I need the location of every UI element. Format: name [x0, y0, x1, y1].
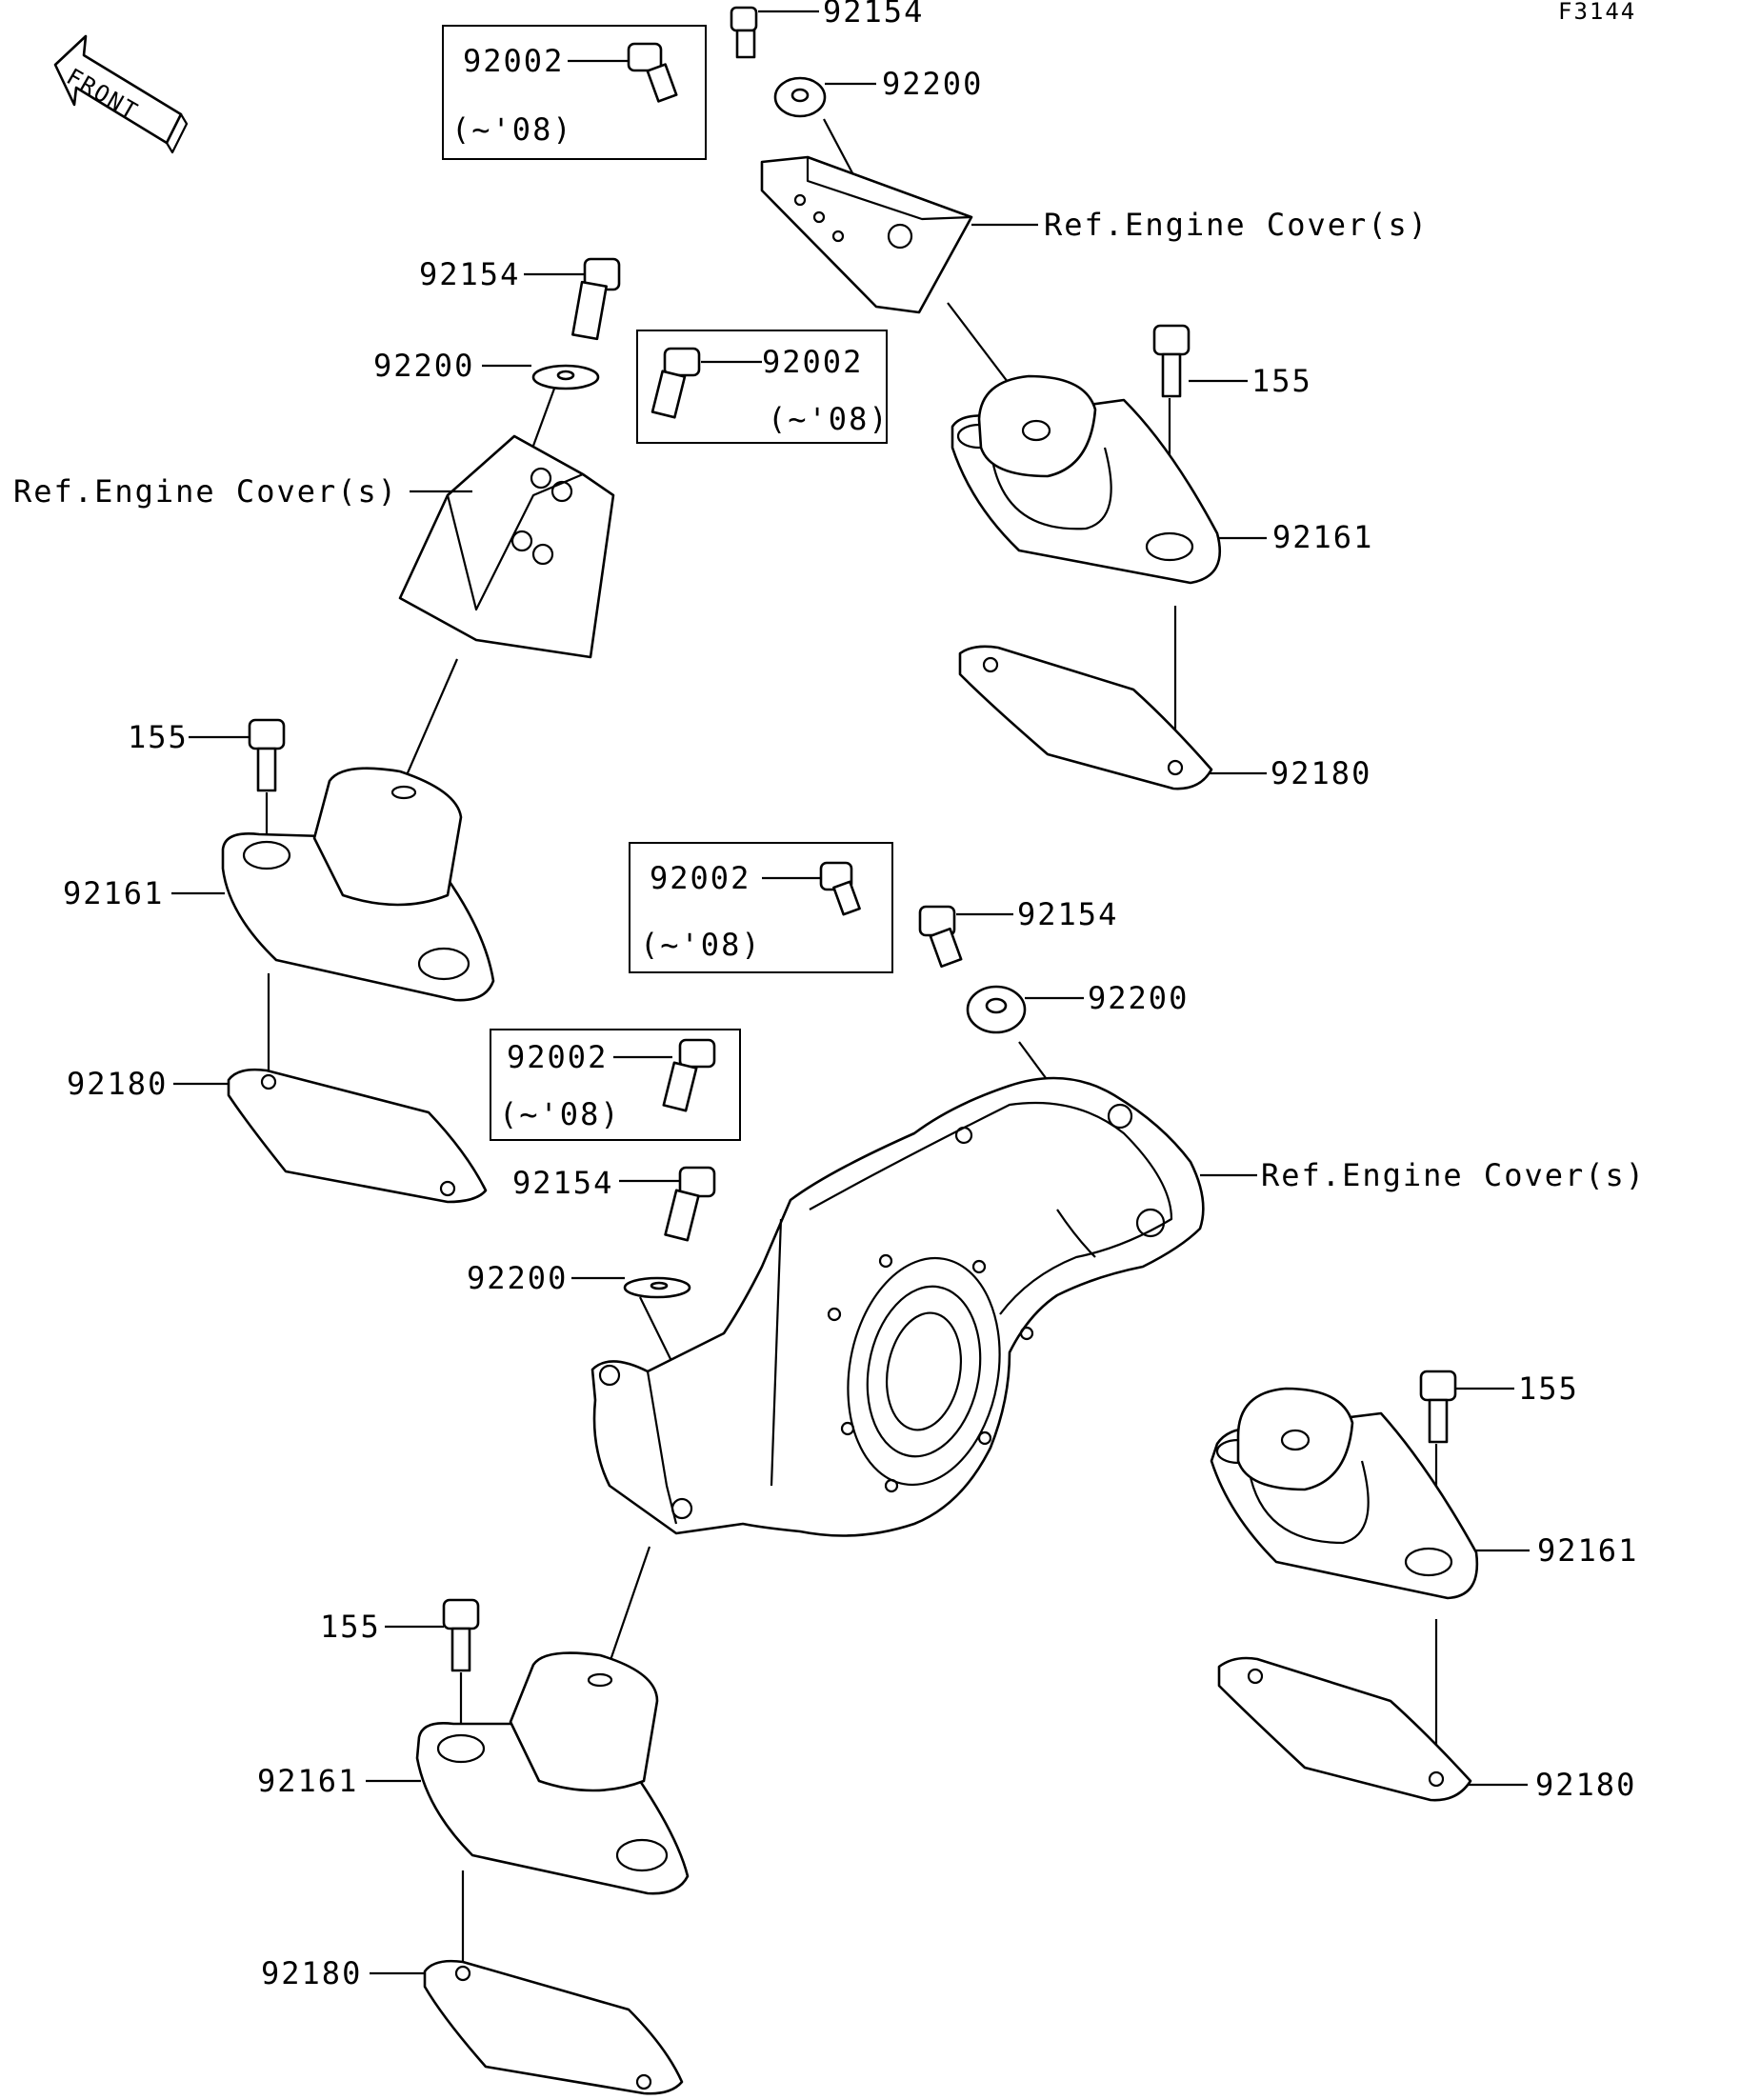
ur-box-note: (~'08): [768, 401, 890, 437]
ur-bolt155-label: 155: [1251, 363, 1312, 399]
bl-mount-92161: [415, 1651, 690, 1895]
low-box-bolt-92002: [662, 1038, 716, 1112]
top-box-part: 92002: [463, 43, 565, 79]
mid-ref-label: Ref.Engine Cover(s): [1261, 1157, 1647, 1193]
top-washer-92200: [773, 76, 827, 118]
ur-box: [636, 330, 888, 444]
ul-washer-92200: [531, 364, 600, 390]
br-bolt155-label: 155: [1518, 1370, 1579, 1407]
mid-bolt-label: 92154: [1017, 896, 1119, 932]
low-box-note: (~'08): [499, 1096, 621, 1132]
l-bolt155-label: 155: [128, 719, 189, 755]
top-box-bolt-92002: [627, 42, 678, 103]
l-mount-92161: [221, 767, 495, 1002]
top-ref-label: Ref.Engine Cover(s): [1044, 207, 1430, 243]
bl-mount-label: 92161: [257, 1763, 359, 1799]
top-bolt-92154: [730, 6, 758, 59]
l-mount-label: 92161: [63, 875, 165, 911]
ul-ref-label: Ref.Engine Cover(s): [13, 473, 399, 510]
mid-washer-label: 92200: [1088, 980, 1190, 1016]
mid-bolt-92154: [918, 905, 963, 969]
top-box-note: (~'08): [451, 111, 573, 148]
ur-mount-92161: [951, 374, 1222, 585]
mid-box-bolt-92002: [819, 861, 861, 916]
low-washer-label: 92200: [467, 1260, 569, 1296]
ul-washer-label: 92200: [373, 348, 475, 384]
mid-box: [629, 842, 893, 973]
top-bracket: [760, 155, 973, 314]
low-box-part: 92002: [507, 1039, 609, 1075]
ur-plate-label: 92180: [1271, 755, 1372, 791]
ur-plate-92180: [958, 645, 1213, 790]
ur-mount-label: 92161: [1272, 519, 1374, 555]
mid-box-note: (~'08): [640, 927, 762, 963]
top-bolt-label: 92154: [823, 0, 925, 30]
low-bolt-92154: [664, 1166, 716, 1242]
engine-cover: [590, 1076, 1205, 1537]
ul-bracket: [398, 434, 615, 659]
mid-washer-92200: [966, 985, 1027, 1034]
front-direction-arrow-icon: [53, 34, 189, 154]
top-washer-label: 92200: [882, 66, 984, 102]
low-bolt-label: 92154: [512, 1165, 614, 1201]
bl-plate-92180: [423, 1959, 684, 2095]
br-mount-92161: [1210, 1387, 1479, 1600]
ur-bolt-155: [1152, 324, 1191, 398]
l-bolt-155: [248, 718, 286, 792]
br-mount-label: 92161: [1537, 1532, 1639, 1569]
ul-bolt-92154: [571, 257, 621, 341]
l-plate-label: 92180: [67, 1066, 169, 1102]
br-bolt-155: [1419, 1370, 1457, 1444]
ur-box-bolt-92002: [650, 347, 701, 419]
ur-box-part: 92002: [762, 344, 864, 380]
bl-plate-label: 92180: [261, 1955, 363, 1991]
low-washer-92200: [623, 1276, 691, 1299]
top-box: [442, 25, 707, 160]
low-box: [490, 1029, 741, 1141]
bl-bolt155-label: 155: [320, 1609, 381, 1645]
ul-bolt-label: 92154: [419, 256, 521, 292]
mid-box-part: 92002: [650, 860, 751, 896]
figure-code: F3144: [1558, 0, 1637, 25]
bl-bolt-155: [442, 1598, 480, 1672]
br-plate-label: 92180: [1535, 1767, 1637, 1803]
l-plate-92180: [227, 1068, 488, 1204]
br-plate-92180: [1217, 1656, 1472, 1802]
